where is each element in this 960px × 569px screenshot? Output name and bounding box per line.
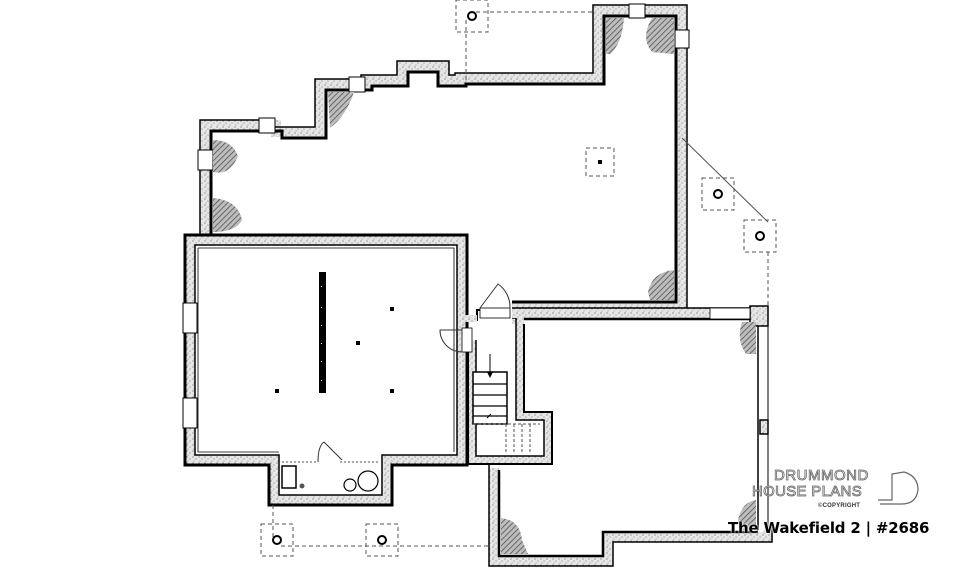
mechanical-room [281,465,379,492]
brand-name-line1: DRUMMOND [774,467,869,484]
column-footing [585,147,615,177]
plan-title: The Wakefield 2 | #2686 [728,519,930,537]
stair-hall-walls [439,283,553,465]
mechanical-door [282,441,380,463]
porch-bottom [260,505,495,557]
porch-right [681,137,777,306]
drummond-d-logo-icon [878,471,919,505]
steel-beam [319,272,326,393]
upper-room-walls [197,3,690,314]
lower-right-room-walls [488,305,773,567]
brand-watermark: DRUMMOND HOUSE PLANS ©COPYRIGHT [752,467,952,518]
porch-top [455,0,594,80]
stairs [472,354,540,454]
copyright-label: ©COPYRIGHT [818,503,861,509]
brand-name-line2: HOUSE PLANS [752,483,863,500]
columns [275,307,394,393]
